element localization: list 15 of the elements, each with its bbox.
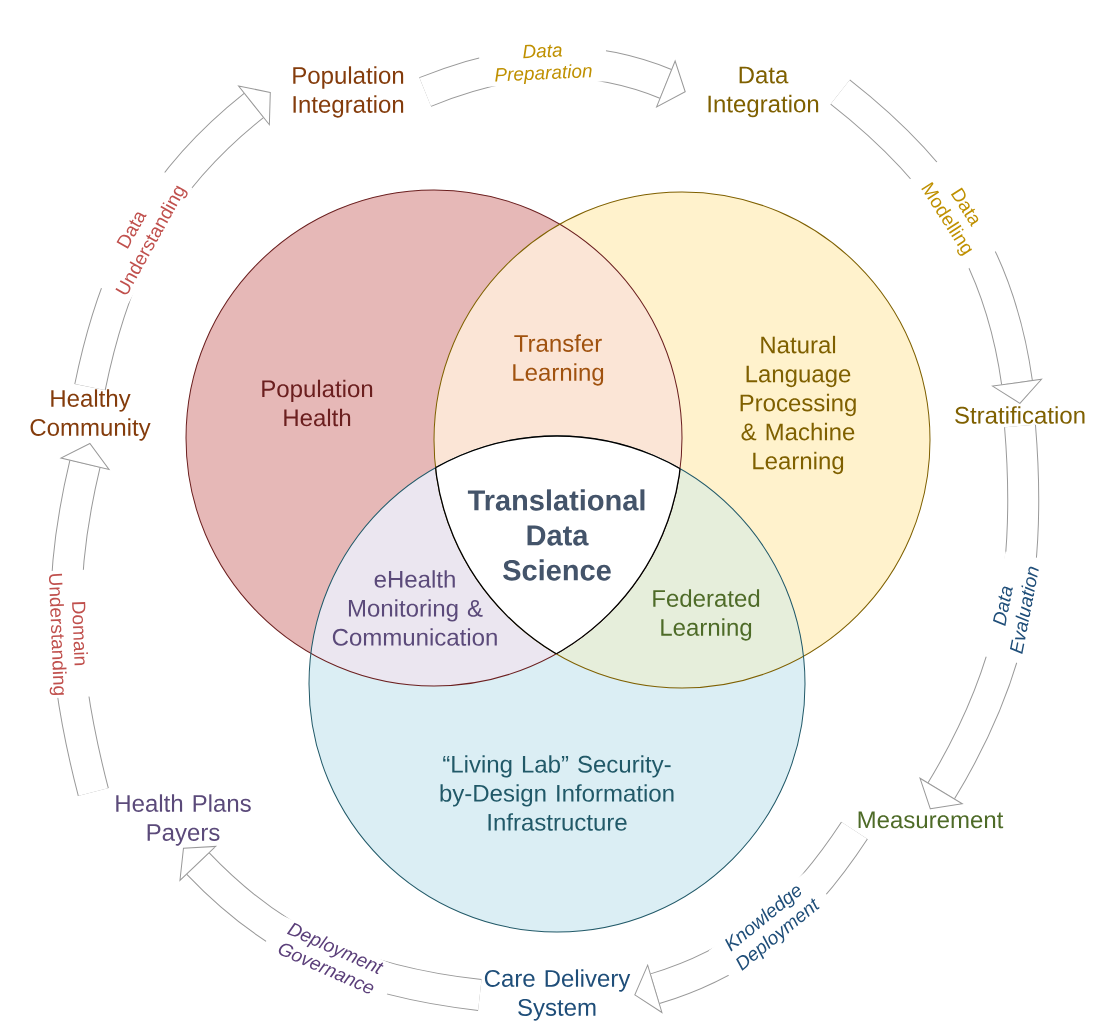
region-label: “Living Lab” Security-by-Design Information Infrastructure <box>440 755 674 831</box>
region-label: Population Health <box>262 379 373 427</box>
arrow-label: Data Evaluation <box>985 551 1043 664</box>
arrow-label: Domain Understanding <box>43 569 91 699</box>
stage-label: Healthy Community <box>30 389 151 441</box>
stage-label: Population Integration <box>293 66 404 118</box>
region-label: Transfer Learning <box>513 334 604 386</box>
region-label: Natural Language Processing & Machine Learning <box>740 335 856 475</box>
stage-label: Health Plans Payers <box>116 794 251 846</box>
stage-label: Stratification <box>955 406 1085 424</box>
arrow-label: Data Preparation <box>478 40 608 88</box>
stage-label: Measurement <box>858 811 1004 829</box>
region-label: Federated Learning <box>653 589 760 641</box>
stage-label: Care Delivery System <box>484 969 631 1021</box>
stage-label: Data Integration <box>708 66 819 118</box>
